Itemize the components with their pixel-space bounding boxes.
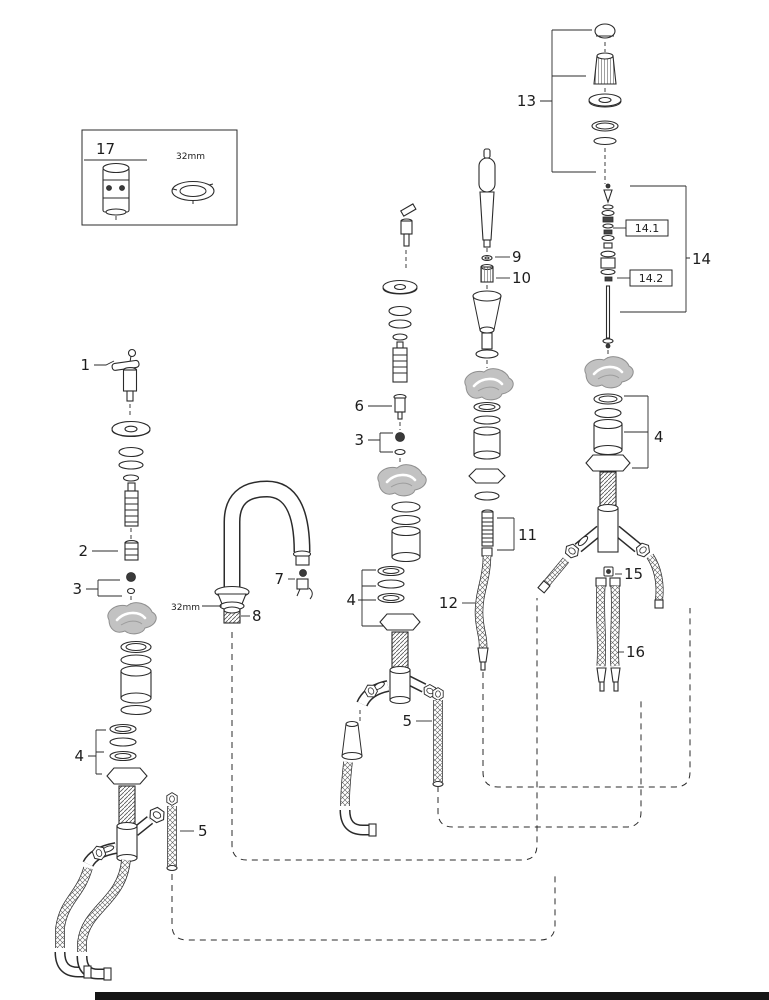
callout-3-left: 3 (72, 580, 82, 598)
callout-14-1: 14.1 (635, 222, 660, 235)
part-cartridge-mid (392, 341, 408, 383)
part-escutcheon-left (111, 420, 151, 438)
part-rings-mid (388, 305, 412, 341)
callout-14-2-box: 14.2 (617, 269, 673, 287)
callout-14-1-box: 14.1 (613, 219, 669, 237)
callout-32mm: 32mm (171, 603, 200, 613)
part-17-cartridge-drawing (102, 162, 130, 222)
callout-4-mid: 4 (346, 591, 356, 609)
callout-8: 8 (252, 607, 262, 625)
part-4-stack-right (585, 393, 631, 472)
part-hex-flange-left (106, 767, 148, 785)
part-5-hose-left (166, 792, 178, 872)
part-11-threaded-coupler (481, 509, 494, 547)
dashed-routes (171, 598, 691, 941)
part-tee-body-mid (362, 665, 440, 705)
dashed-route-spout (231, 598, 538, 861)
callout-14: 14 (692, 250, 711, 268)
part-hand-shower (478, 148, 496, 248)
part-9-washer (481, 254, 493, 262)
part-cone-escutcheon (341, 720, 363, 761)
part-tee-body-left (88, 804, 168, 864)
assembly-hand-shower: 9 10 11 12 (439, 148, 537, 671)
callout-6: 6 (354, 397, 364, 415)
part-base-stack-shower (468, 401, 506, 501)
inset-part-number: 17 (96, 140, 115, 158)
callout-1: 1 (80, 356, 90, 374)
part-cartridge-left (124, 482, 139, 527)
part-hex-flange-mid (379, 613, 421, 631)
page-edge-bar (95, 992, 769, 1000)
inset-size-label: 32mm (176, 152, 205, 162)
callout-14-2: 14.2 (639, 272, 664, 285)
part-10-filter-insert (480, 263, 494, 283)
part-3-seals-left (126, 572, 136, 595)
part-14-aerator-stack (600, 183, 616, 349)
callout-5-left: 5 (198, 822, 208, 840)
part-4-washers-left (109, 723, 137, 762)
callout-11: 11 (518, 526, 537, 544)
part-2-adapter (124, 540, 139, 561)
inset-box: 17 32mm (81, 129, 238, 226)
part-handle-blank-mid (376, 463, 428, 498)
part-diverter-knob (400, 203, 417, 247)
callout-12: 12 (439, 594, 458, 612)
part-supply-hoses-left (60, 860, 126, 981)
callout-10: 10 (512, 269, 531, 287)
dashed-route-shower-hose (482, 608, 691, 788)
part-3-seals-mid (394, 432, 406, 456)
callout-4-left: 4 (74, 747, 84, 765)
part-branch-hose-right (650, 556, 663, 609)
callout-15: 15 (624, 565, 643, 583)
part-base-stack-mid (391, 501, 421, 563)
part-handle-blank-right (583, 355, 635, 390)
callout-13: 13 (517, 92, 536, 110)
part-escutcheon-mid (382, 279, 418, 295)
callout-4-right: 4 (654, 428, 664, 446)
part-tee-body-right (562, 503, 653, 561)
part-threaded-shank-right (599, 471, 617, 509)
assembly-spout: 32mm 8 7 (171, 489, 313, 625)
callout-5-mid: 5 (402, 712, 412, 730)
part-1-lever-handle (111, 348, 140, 402)
part-base-stack-left (120, 640, 152, 716)
part-handle-blank-shower (463, 367, 515, 402)
part-15-plug (603, 566, 614, 577)
part-hose-escutcheon (472, 290, 502, 359)
assembly-right-valve: 13 14.1 14.2 (517, 23, 711, 692)
part-6-valve-piece (393, 393, 407, 420)
callout-9: 9 (512, 248, 522, 266)
callout-3-mid: 3 (354, 431, 364, 449)
callout-7: 7 (274, 570, 284, 588)
dashed-route-left-hose (171, 872, 556, 941)
assembly-diverter-valve: 6 3 4 5 (341, 203, 444, 837)
part-threaded-shank-left (118, 785, 136, 825)
part-7-check-valve (296, 569, 313, 600)
part-handle-blank-left (106, 601, 158, 636)
part-8-threaded-ring (223, 606, 241, 624)
part-rings-left (118, 446, 144, 482)
part-13-cap-group (588, 23, 622, 146)
dashed-route-mid-hose (437, 700, 642, 828)
callout-2: 2 (78, 542, 88, 560)
part-5-hose-mid (432, 687, 444, 788)
callout-16: 16 (626, 643, 645, 661)
assembly-left-valve: 1 2 3 4 5 (60, 348, 208, 981)
part-16-supply-hoses-right (595, 577, 621, 692)
part-threaded-shank-mid (391, 631, 409, 669)
part-4-washers-mid (377, 565, 405, 604)
part-elbow-hose-mid (345, 762, 377, 837)
part-spout (214, 489, 312, 611)
part-32mm-ring-drawing (171, 180, 215, 204)
part-branch-hose-left (537, 560, 566, 594)
part-12-shower-hose (478, 547, 493, 671)
